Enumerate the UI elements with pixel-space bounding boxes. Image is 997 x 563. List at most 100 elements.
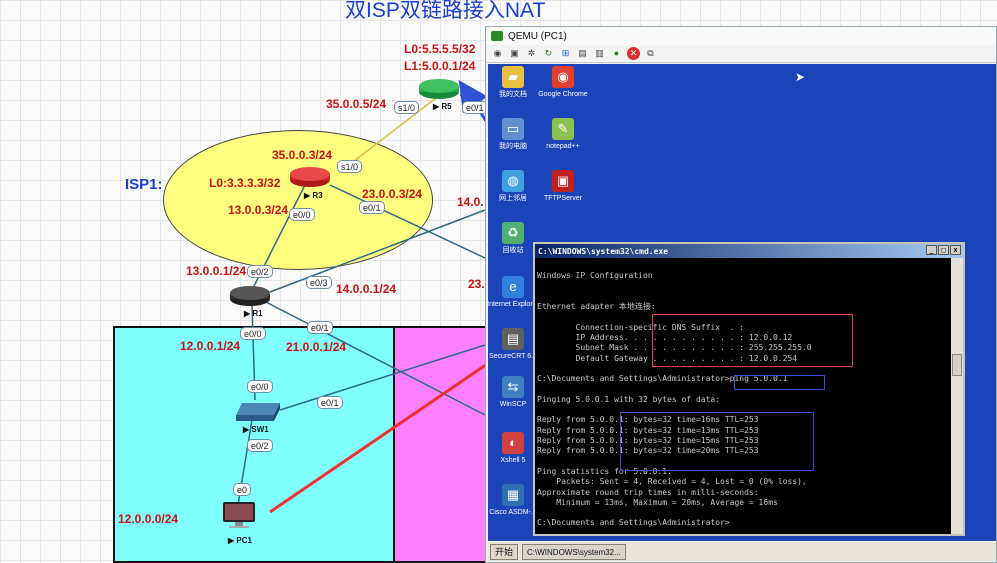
link-r1-e01 — [261, 299, 486, 416]
link-r5-r3 — [344, 94, 441, 169]
notepad-icon: ✎ — [552, 118, 574, 140]
minimize-icon[interactable]: _ — [926, 245, 937, 255]
cmd-line: Reply from 5.0.0.1: bytes=32 time=13ms T… — [537, 425, 759, 435]
ip-r3-lo0: L0:3.3.3.3/32 — [209, 176, 281, 190]
mouse-cursor-icon: ➤ — [795, 70, 806, 84]
cmd-line: Default Gateway . . . . . . . . . : 12.0… — [537, 353, 798, 363]
device-r3-label: ▶ R3 — [304, 191, 323, 200]
cmd-titlebar[interactable]: C:\WINDOWS\system32\cmd.exe _ □ x — [535, 244, 963, 258]
guest-desktop[interactable]: ➤ ▰我的文档 ◉ Google Chrome ▭我的电脑✎notepad++ ◍ 网上邻… — [487, 64, 996, 542]
desktop-icon-recycle-bin[interactable]: ♻回收站 — [484, 222, 542, 255]
pc1-icon[interactable] — [221, 500, 257, 530]
guest-taskbar: 开始 C:\WINDOWS\system32... — [488, 541, 996, 561]
qemu-toolbar: ◉ ▣ ✲ ↻ ⊞ ▤ ▥ ● ✕ ⧉ — [486, 45, 996, 63]
iface-r5-s10: s1/0 — [394, 101, 420, 114]
desktop-icon-network[interactable]: ◍ 网上邻居 — [484, 170, 542, 203]
cmd-line: Windows IP Configuration — [537, 271, 653, 281]
router-r5-icon[interactable] — [417, 78, 461, 100]
windows-icon[interactable]: ⊞ — [561, 48, 570, 58]
ie-icon: e — [502, 276, 524, 298]
securecrt-icon: ▤ — [502, 328, 524, 350]
stop-icon[interactable]: ✕ — [627, 47, 640, 60]
desktop-icon-folder[interactable]: ▰我的文档 — [484, 66, 542, 99]
desktop-icon-label: WinSCP — [499, 401, 527, 408]
cmd-line — [537, 282, 949, 292]
tftp-icon: ▣ — [552, 170, 574, 192]
ip-r3-e00: 13.0.0.3/24 — [228, 203, 289, 217]
ip-r1-e00: 12.0.0.1/24 — [180, 339, 241, 353]
desktop-icon-winscp[interactable]: ⇆WinSCP — [484, 376, 542, 409]
cmd-line: Connection-specific DNS Suffix . : — [537, 322, 745, 332]
taskbar-item-cmd[interactable]: C:\WINDOWS\system32... — [522, 543, 626, 560]
play-icon[interactable]: ● — [613, 48, 620, 58]
fullscreen-icon[interactable]: ▣ — [510, 48, 519, 58]
desktop-icon-label: Xshell 5 — [500, 457, 526, 464]
desktop-icon-tftp[interactable]: ▣TFTPServer — [534, 170, 592, 203]
start-button[interactable]: 开始 — [490, 543, 519, 560]
ip-r3-e01: 23.0.0.3/24 — [362, 187, 423, 201]
screenshot-icon[interactable]: ⧉ — [647, 48, 654, 58]
ping-replies-highlight-box — [620, 412, 814, 471]
ip-partial-23: 23. — [468, 277, 485, 291]
desktop-icon-notepad[interactable]: ✎notepad++ — [534, 118, 592, 151]
ip-pc1-net: 12.0.0.0/24 — [118, 512, 179, 526]
qemu-window[interactable]: QEMU (PC1) ◉ ▣ ✲ ↻ ⊞ ▤ ▥ ● ✕ ⧉ ➤ ▰我的文档 ◉ G… — [485, 26, 997, 563]
cmd-line: Reply from 5.0.0.1: bytes=32 time=16ms T… — [537, 415, 759, 425]
desktop-icon-computer[interactable]: ▭我的电脑 — [484, 118, 542, 151]
cmd-scroll-thumb[interactable] — [952, 354, 962, 376]
maximize-icon[interactable]: □ — [938, 245, 949, 255]
cmd-line: Subnet Mask . . . . . . . . . . . : 255.… — [537, 343, 812, 353]
ip-r5-s10: 35.0.0.5/24 — [326, 97, 387, 111]
cmd-line — [537, 292, 949, 302]
settings-icon[interactable]: ✲ — [527, 48, 536, 58]
desktop-icon-xshell[interactable]: ◐ Xshell 5 — [484, 432, 542, 465]
cmd-window[interactable]: C:\WINDOWS\system32\cmd.exe _ □ x Window… — [533, 242, 965, 536]
ip-partial-14: 14.0. — [457, 195, 484, 209]
router-r1-icon[interactable] — [228, 285, 272, 307]
xshell-icon: ◐ — [502, 432, 524, 454]
cmd-line: Reply from 5.0.0.1: bytes=32 time=15ms T… — [537, 436, 759, 446]
cmd-line: C:\Documents and Settings\Administrator>… — [537, 374, 788, 384]
cmd-line — [537, 508, 949, 518]
gamepad-icon[interactable]: ◉ — [493, 48, 502, 58]
ipconfig-highlight-box — [652, 314, 853, 367]
ping-command-highlight-box — [734, 375, 825, 390]
network-icon: ◍ — [502, 170, 524, 192]
router-r3-icon[interactable] — [288, 166, 332, 188]
ip-r3-s10: 35.0.0.3/24 — [272, 148, 333, 162]
desktop-icon-chrome[interactable]: ◉ Google Chrome — [534, 66, 592, 99]
cmd-line: Approximate round trip times in milli-se… — [537, 487, 759, 497]
annotation-arrow-red — [269, 341, 520, 514]
chrome-icon: ◉ — [552, 66, 574, 88]
desktop-icon-securecrt[interactable]: ▤ SecureCRT 6.0 — [484, 328, 542, 361]
cmd-line: Reply from 5.0.0.1: bytes=32 time=20ms T… — [537, 446, 759, 456]
iface-pc1-e0: e0 — [233, 483, 252, 496]
desktop-icon-label: 网上邻居 — [499, 195, 527, 202]
desktop-icon-label: Internet Explorer — [487, 301, 539, 308]
cmd-line: Ping statistics for 5.0.0.1: — [537, 466, 672, 476]
cmd-line: Pinging 5.0.0.1 with 32 bytes of data: — [537, 394, 721, 404]
recycle-bin-icon: ♻ — [502, 222, 524, 244]
console-icon[interactable]: ▥ — [595, 48, 604, 58]
qemu-titlebar[interactable]: QEMU (PC1) — [486, 27, 996, 45]
refresh-icon[interactable]: ↻ — [544, 48, 553, 58]
switch-sw1-icon[interactable] — [234, 399, 282, 423]
iface-r1-e02: e0/2 — [247, 265, 273, 278]
desktop-icon-label: Google Chrome — [538, 91, 588, 98]
device-r5-label: ▶ R5 — [433, 102, 452, 111]
cmd-line: IP Address. . . . . . . . . . . . : 12.0… — [537, 333, 793, 343]
desktop-icon-cisco-asdm[interactable]: ▦Cisco ASDM-... — [484, 484, 542, 517]
iface-r1-e01: e0/1 — [307, 321, 333, 334]
link-r1-e03 — [269, 209, 486, 293]
cmd-scrollbar[interactable] — [951, 258, 963, 534]
computer-icon: ▭ — [502, 118, 524, 140]
iface-r3-e00: e0/0 — [289, 208, 315, 221]
close-icon[interactable]: x — [950, 245, 961, 255]
device-sw1-label: ▶ SW1 — [243, 425, 269, 434]
desktop-icon-label: SecureCRT 6.0 — [489, 353, 537, 360]
device-pc1-label: ▶ PC1 — [228, 536, 252, 545]
desktop-icon-label: Cisco ASDM-... — [489, 509, 537, 516]
snapshot-icon[interactable]: ▤ — [578, 48, 587, 58]
